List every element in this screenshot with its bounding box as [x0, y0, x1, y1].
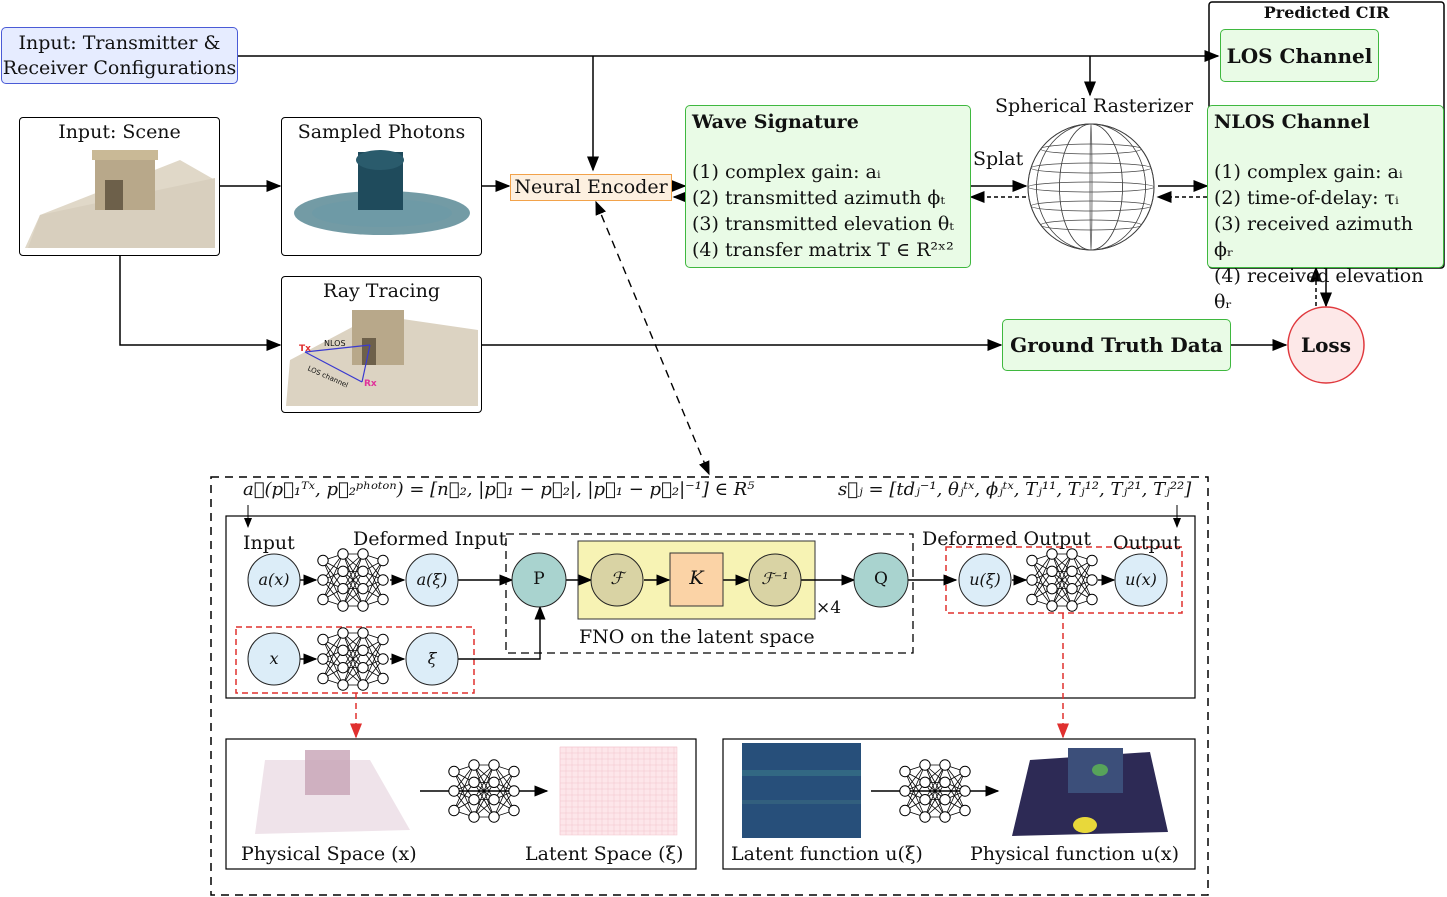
- rx-label: Rx: [364, 379, 377, 389]
- geometry-red-box: [235, 626, 475, 694]
- function-panel: [722, 738, 1196, 870]
- node-ux: u(x): [1125, 570, 1157, 589]
- neural-net-icon: [1026, 548, 1098, 612]
- operator-arrows: [300, 574, 1116, 665]
- ground-truth-box: Ground Truth Data: [1002, 319, 1231, 371]
- node-axi: a(ξ): [416, 570, 448, 589]
- fno-frame: [505, 533, 914, 654]
- wave-item: (4) transfer matrix T ∈ R²ˣ²: [692, 239, 954, 261]
- ray-tracing-label: Ray Tracing: [322, 280, 441, 302]
- encoder-wave-arrows: [671, 180, 1332, 308]
- nlos-label: NLOS: [324, 339, 346, 348]
- nlos-channel-title: NLOS Channel: [1214, 111, 1370, 133]
- node-q: Q: [874, 569, 888, 589]
- node-f: ℱ: [610, 569, 624, 589]
- node-x: x: [269, 649, 279, 668]
- wave-item: (2) transmitted azimuth ϕₜ: [692, 187, 946, 209]
- neural-encoder-box: Neural Encoder: [510, 174, 672, 201]
- input-formula: a⃗(p⃗₁ᵀˣ, p⃗₂ᵖʰᵒᵗᵒⁿ) = [n⃗₂, |p⃗₁ − p⃗₂|…: [243, 479, 755, 500]
- sampled-photons-label: Sampled Photons: [297, 121, 466, 143]
- operator-frame: [210, 476, 1209, 896]
- output-label: Output: [1113, 532, 1181, 554]
- physical-latent-panel: [225, 738, 697, 870]
- latent-function-label: Latent function u(ξ): [731, 843, 923, 865]
- scene-thumbnail: [25, 150, 215, 248]
- input-config-line1: Input: Transmitter &: [18, 32, 221, 54]
- deformed-input-label: Deformed Input: [353, 528, 507, 550]
- node-xi: ξ: [427, 649, 437, 668]
- neural-net-icon: [317, 548, 389, 612]
- ground-truth-label: Ground Truth Data: [1010, 333, 1223, 357]
- neural-net-icon: [317, 627, 389, 691]
- config-lines: [238, 50, 1220, 172]
- los-channel-label: LOS Channel: [1226, 44, 1373, 68]
- input-config-box: Input: Transmitter & Receiver Configurat…: [1, 27, 238, 84]
- k-block: [669, 552, 724, 607]
- times-four-label: ×4: [816, 598, 842, 618]
- scene-arrows: [119, 180, 1288, 351]
- node-ax: a(x): [258, 570, 290, 589]
- nlos-item: (1) complex gain: aᵢ: [1214, 161, 1403, 183]
- loss-label: Loss: [1301, 333, 1351, 357]
- node-p: P: [533, 569, 545, 589]
- los-label: LOS channel: [306, 364, 350, 390]
- input-scene-label: Input: Scene: [58, 121, 181, 143]
- predicted-cir-label: Predicted CIR: [1263, 3, 1390, 22]
- sampled-photons-box: Sampled Photons: [281, 117, 482, 256]
- nlos-channel-box: NLOS Channel (1) complex gain: aᵢ (2) ti…: [1207, 105, 1444, 313]
- tx-label: Tx: [299, 344, 311, 354]
- nlos-item: (3) received azimuth ϕᵣ: [1214, 213, 1413, 261]
- latent-space-label: Latent Space (ξ): [525, 843, 684, 865]
- input-scene-box: Input: Scene: [19, 117, 220, 256]
- ray-tracing-box: Ray Tracing Tx Rx NLOS LOS channel: [281, 276, 482, 413]
- node-finv: ℱ⁻¹: [761, 569, 789, 588]
- physical-space-label: Physical Space (x): [241, 843, 417, 865]
- operator-nodes: [247, 552, 1168, 686]
- sphere-icon: [1027, 123, 1155, 251]
- wave-item: (1) complex gain: aᵢ: [692, 161, 881, 183]
- node-k: K: [689, 567, 704, 589]
- photon-cloud: [294, 150, 470, 235]
- operator-inner-frame: [225, 515, 1196, 699]
- los-channel-box: LOS Channel: [1220, 29, 1379, 82]
- output-formula: s⃗ⱼ = [tdⱼ⁻¹, θⱼᵗˣ, ϕⱼᵗˣ, Tⱼ¹¹, Tⱼ¹², Tⱼ…: [838, 479, 1192, 500]
- encoder-detail-link: [595, 200, 710, 476]
- fno-caption: FNO on the latent space: [579, 626, 815, 648]
- nlos-item: (2) time-of-delay: τᵢ: [1214, 187, 1399, 209]
- splat-label: Splat: [973, 148, 1024, 170]
- physical-function-label: Physical function u(x): [970, 843, 1180, 865]
- nlos-item: (4) received elevation θᵣ: [1214, 265, 1424, 313]
- neural-net-icon: [899, 759, 971, 823]
- ray-tracing-thumbnail: [286, 310, 478, 406]
- wave-signature-box: Wave Signature (1) complex gain: aᵢ (2) …: [685, 105, 971, 268]
- neural-encoder-label: Neural Encoder: [514, 176, 668, 198]
- latent-space-grid: [559, 746, 678, 836]
- latent-function-image: [742, 743, 861, 838]
- physical-function-image: [1012, 748, 1168, 836]
- physical-space-image: [255, 750, 410, 834]
- loss-node-shape: [1287, 306, 1365, 384]
- spherical-rasterizer-label: Spherical Rasterizer: [995, 95, 1194, 117]
- node-uxi: u(ξ): [969, 570, 1001, 589]
- wave-item: (3) transmitted elevation θₜ: [692, 213, 954, 235]
- neural-net-icon: [448, 759, 520, 823]
- input-config-line2: Receiver Configurations: [2, 57, 237, 79]
- wave-signature-title: Wave Signature: [692, 111, 859, 133]
- input-label: Input: [243, 532, 295, 554]
- deformed-output-label: Deformed Output: [922, 528, 1091, 550]
